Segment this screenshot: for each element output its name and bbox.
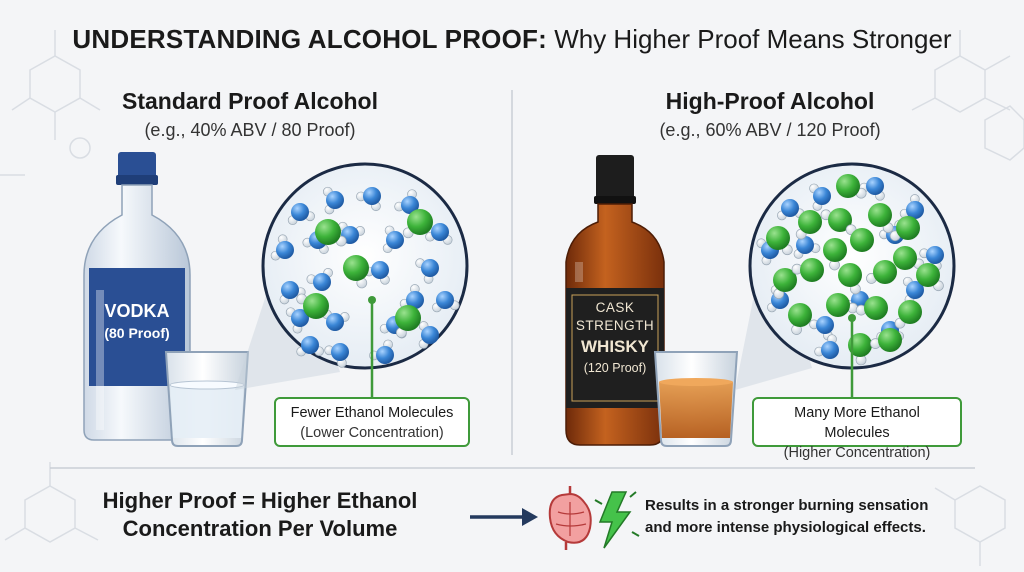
- right-callout-line1: Many More Ethanol Molecules: [794, 405, 920, 441]
- whisky-glass: [653, 351, 739, 447]
- ethanol-molecule: [838, 263, 862, 295]
- ethanol-molecule: [868, 203, 894, 233]
- ethanol-molecule: [402, 209, 433, 239]
- water-molecule: [415, 258, 439, 284]
- ethanol-molecule: [848, 333, 872, 366]
- summary-text: Higher Proof = Higher Ethanol Concentrat…: [60, 487, 460, 543]
- water-molecule: [270, 234, 294, 261]
- ethanol-molecule: [823, 238, 847, 271]
- whisky-label-proof: (120 Proof): [583, 361, 647, 375]
- ethanol-molecule: [866, 260, 897, 284]
- effect-text: Results in a stronger burning sensation …: [645, 495, 1005, 539]
- water-molecule: [425, 223, 453, 245]
- water-molecule: [919, 246, 944, 271]
- water-molecule: [322, 186, 344, 215]
- stomach-icon: [548, 486, 592, 550]
- water-molecule: [364, 261, 390, 285]
- water-molecule: [296, 336, 324, 357]
- vodka-label-proof: (80 Proof): [104, 325, 170, 341]
- left-heading: Standard Proof Alcohol: [122, 88, 378, 114]
- water-molecule: [279, 281, 306, 305]
- arrow-icon: [470, 508, 538, 526]
- ethanol-molecule: [315, 219, 347, 247]
- right-heading: High-Proof Alcohol: [665, 88, 875, 114]
- ethanol-molecule: [889, 216, 920, 242]
- water-molecule: [382, 225, 404, 254]
- ethanol-molecule: [855, 296, 888, 320]
- water-molecule: [418, 321, 439, 349]
- right-callout-line2: (Higher Concentration): [783, 445, 931, 461]
- water-molecule: [287, 203, 315, 226]
- water-molecule: [306, 267, 333, 291]
- decor-molecule-bottom-right: [934, 485, 1006, 566]
- water-molecule: [394, 189, 419, 214]
- ethanol-molecule: [791, 258, 824, 282]
- ethanol-molecule: [870, 328, 902, 352]
- vodka-glass: [164, 351, 250, 447]
- decor-molecule-left: [0, 30, 101, 176]
- right-subheading: (e.g., 60% ABV / 120 Proof): [659, 120, 881, 140]
- effect-line2: and more intense physiological effects.: [645, 519, 926, 536]
- left-subheading: (e.g., 40% ABV / 80 Proof): [144, 120, 356, 140]
- ethanol-molecule: [845, 224, 874, 252]
- ethanol-molecule: [826, 293, 859, 317]
- vodka-bottle: [83, 152, 191, 441]
- vodka-label-name: VODKA: [104, 301, 170, 321]
- whisky-bottle: [565, 155, 665, 446]
- left-callout-line1: Fewer Ethanol Molecules: [290, 405, 454, 421]
- water-molecule: [809, 183, 831, 211]
- decor-molecule-bottom-left: [4, 462, 99, 543]
- ethanol-molecule: [795, 210, 822, 240]
- ethanol-molecule: [395, 305, 421, 338]
- ethanol-molecule: [296, 293, 329, 319]
- whisky-label-cask: CASK: [595, 300, 635, 315]
- title-bold: UNDERSTANDING ALCOHOL PROOF:: [72, 24, 547, 54]
- left-callout-line2: (Lower Concentration): [300, 425, 444, 441]
- ethanol-molecule: [836, 174, 867, 199]
- water-molecule: [356, 187, 381, 212]
- ethanol-molecule: [894, 300, 922, 329]
- water-molecule: [899, 194, 924, 219]
- ethanol-molecule: [773, 268, 797, 299]
- ethanol-molecule: [788, 303, 812, 335]
- left-molecules: [270, 186, 460, 368]
- lightning-icon: [594, 491, 640, 549]
- water-molecule: [432, 291, 460, 313]
- right-callout: Many More Ethanol Molecules (Higher Conc…: [752, 397, 962, 461]
- right-molecules: [756, 174, 944, 366]
- water-molecule: [814, 334, 839, 359]
- summary-line1: Higher Proof = Higher Ethanol: [102, 488, 418, 513]
- water-molecule: [285, 307, 309, 334]
- ethanol-molecule: [766, 226, 793, 256]
- summary-line2: Concentration Per Volume: [122, 516, 398, 541]
- ethanol-molecule: [820, 208, 852, 232]
- ethanol-molecule: [916, 263, 944, 292]
- left-callout: Fewer Ethanol Molecules (Lower Concentra…: [274, 397, 470, 447]
- page-title: UNDERSTANDING ALCOHOL PROOF: Why Higher …: [0, 24, 1024, 55]
- ethanol-molecule: [343, 255, 369, 289]
- effect-line1: Results in a stronger burning sensation: [645, 497, 929, 514]
- water-molecule: [793, 236, 821, 259]
- title-rest: Why Higher Proof Means Stronger: [546, 24, 952, 54]
- whisky-label-whisky: WHISKY: [581, 337, 649, 356]
- water-molecule: [324, 343, 349, 368]
- decor-molecule-right: [911, 30, 1024, 161]
- whisky-label-strength: STRENGTH: [575, 318, 655, 333]
